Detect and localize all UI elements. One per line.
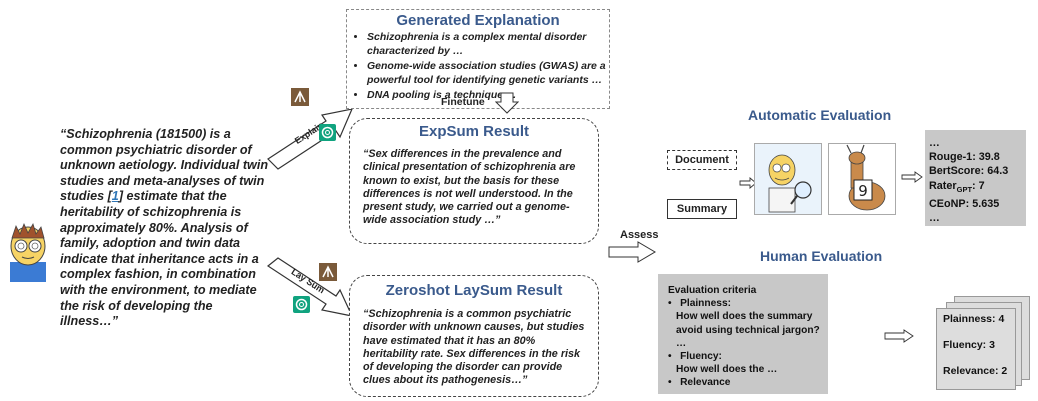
criterion-plainness-question: How well does the summary avoid using te… — [676, 311, 820, 336]
ceonp-metric: CEoNP: 5.635 — [929, 197, 1000, 210]
plainness-score: Plainness: 4 — [943, 313, 1005, 325]
rater-prefix: Rater — [929, 179, 957, 192]
automatic-evaluation-title: Automatic Evaluation — [748, 107, 892, 123]
laysum-text: “Schizophrenia is a common psychiatric d… — [363, 308, 585, 387]
rouge-metric: Rouge-1: 39.8 — [929, 151, 1000, 164]
fluency-score: Fluency: 3 — [943, 339, 995, 351]
generated-explanation-box: Generated Explanation Schizophrenia is a… — [346, 9, 610, 109]
doc-text-part-1: “Schizophrenia (181500) is a common psyc… — [60, 127, 269, 204]
assess-label: Assess — [620, 229, 659, 241]
llm-judge-illustration: 9 — [828, 143, 896, 215]
list-item: Schizophrenia is a complex mental disord… — [367, 31, 609, 58]
criterion-fluency: • Fluency: — [668, 351, 722, 363]
pen-tool-icon-laysum — [319, 263, 337, 281]
expsum-result-box: ExpSum Result “Sex differences in the pr… — [349, 118, 599, 244]
laysum-arrow — [266, 257, 354, 317]
reader-avatar — [6, 222, 50, 282]
relevance-score: Relevance: 2 — [943, 365, 1008, 377]
rater-subscript: GPT — [956, 184, 973, 194]
rater-suffix: : 7 — [972, 179, 985, 192]
expsum-text: “Sex differences in the prevalence and c… — [363, 148, 576, 227]
metrics-ellipsis-bottom: … — [929, 212, 940, 225]
criterion-fluency-question: How well does the … — [676, 364, 778, 376]
citation-link[interactable]: 1 — [111, 189, 119, 204]
doc-text-part-2: ] estimate that the heritability of schi… — [60, 189, 259, 329]
metrics-ellipsis-top: … — [929, 137, 940, 149]
laysum-title: Zeroshot LaySum Result — [385, 282, 563, 299]
automatic-metrics-box: … Rouge-1: 39.8 BertScore: 64.3 RaterGPT… — [925, 130, 1026, 226]
pen-tool-icon-explain — [291, 88, 309, 106]
svg-text:9: 9 — [858, 182, 868, 200]
document-box: Document — [667, 150, 737, 170]
assess-arrow — [608, 241, 656, 263]
human-evaluation-title: Human Evaluation — [760, 248, 883, 264]
summary-box: Summary — [667, 199, 737, 219]
criterion-relevance: • Relevance — [668, 377, 731, 389]
criterion-fluency-label: Fluency: — [680, 351, 722, 363]
evaluation-criteria-box: Evaluation criteria • Plainness: How wel… — [658, 274, 828, 394]
expsum-title: ExpSum Result — [418, 123, 530, 140]
source-document-text: “Schizophrenia (181500) is a common psyc… — [60, 127, 272, 330]
bertscore-metric: BertScore: 64.3 — [929, 165, 1009, 178]
criterion-plainness: • Plainness: — [668, 298, 732, 310]
criteria-ellipsis: … — [676, 337, 687, 349]
criterion-plainness-label: Plainness: — [680, 298, 732, 310]
chatgpt-icon-explain — [319, 124, 336, 141]
to-metrics-arrow — [901, 171, 923, 183]
to-judges-arrow — [739, 177, 757, 189]
criterion-relevance-label: Relevance — [680, 377, 731, 389]
laysum-result-box: Zeroshot LaySum Result “Schizophrenia is… — [349, 275, 599, 397]
rater-metric: RaterGPT: 7 — [929, 179, 1026, 197]
generated-explanation-list: Schizophrenia is a complex mental disord… — [353, 31, 609, 103]
list-item: Genome-wide association studies (GWAS) a… — [367, 60, 609, 87]
score-card-front: Plainness: 4 Fluency: 3 Relevance: 2 — [936, 308, 1016, 390]
finetune-arrow — [495, 92, 519, 114]
finetune-label: Finetune — [441, 96, 485, 108]
to-scores-arrow — [884, 329, 914, 343]
criteria-title: Evaluation criteria — [668, 285, 757, 296]
generated-explanation-title: Generated Explanation — [396, 12, 560, 29]
chatgpt-icon-laysum — [293, 296, 310, 313]
human-judge-illustration — [754, 143, 822, 215]
list-item: DNA pooling is a technique … — [367, 89, 609, 103]
